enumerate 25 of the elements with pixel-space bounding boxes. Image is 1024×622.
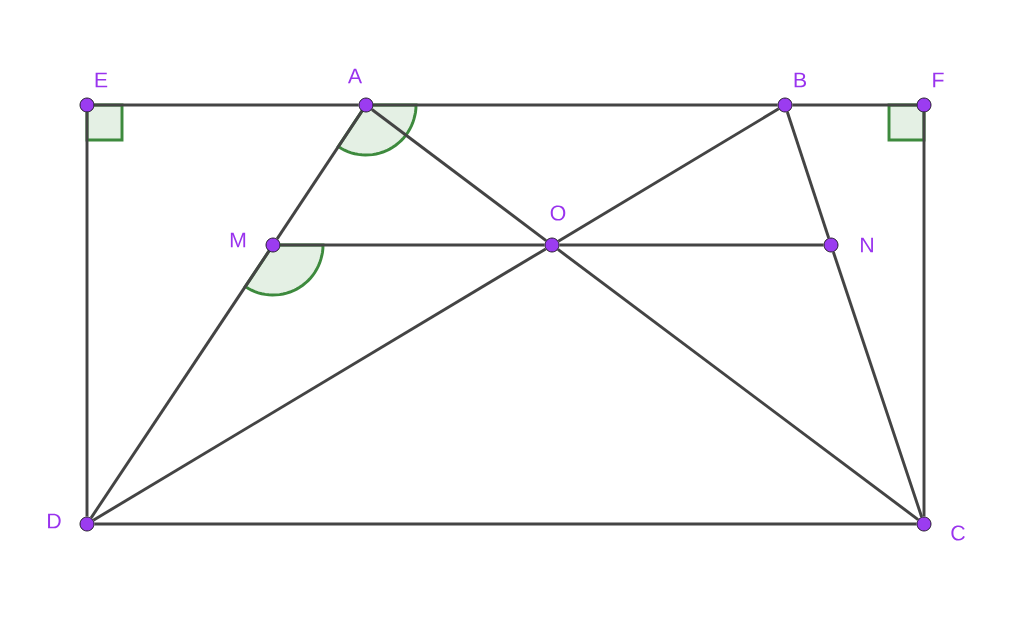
line-segment xyxy=(559,243,824,247)
line-segment xyxy=(792,103,917,107)
line-segment xyxy=(371,108,547,242)
line-segment xyxy=(92,247,547,522)
line-segment xyxy=(280,243,545,247)
line-segment xyxy=(373,103,778,107)
line-segment xyxy=(94,103,359,107)
point-label: M xyxy=(230,232,246,248)
line-segment xyxy=(85,112,89,517)
line-segment xyxy=(557,248,919,521)
point-label: A xyxy=(347,68,363,84)
line-segment xyxy=(785,111,831,239)
point-label: D xyxy=(48,513,61,529)
point-label: F xyxy=(933,72,944,88)
point-label: B xyxy=(794,72,806,88)
line-segment xyxy=(94,522,917,526)
line-segment xyxy=(89,250,271,519)
point-label: O xyxy=(550,205,566,221)
line-segment xyxy=(275,110,364,240)
line-segment xyxy=(922,112,926,517)
line-segment xyxy=(557,107,780,243)
line-segment xyxy=(831,251,924,518)
point-label: E xyxy=(95,72,108,88)
point-label: N xyxy=(861,237,873,253)
point-label: C xyxy=(951,525,965,541)
